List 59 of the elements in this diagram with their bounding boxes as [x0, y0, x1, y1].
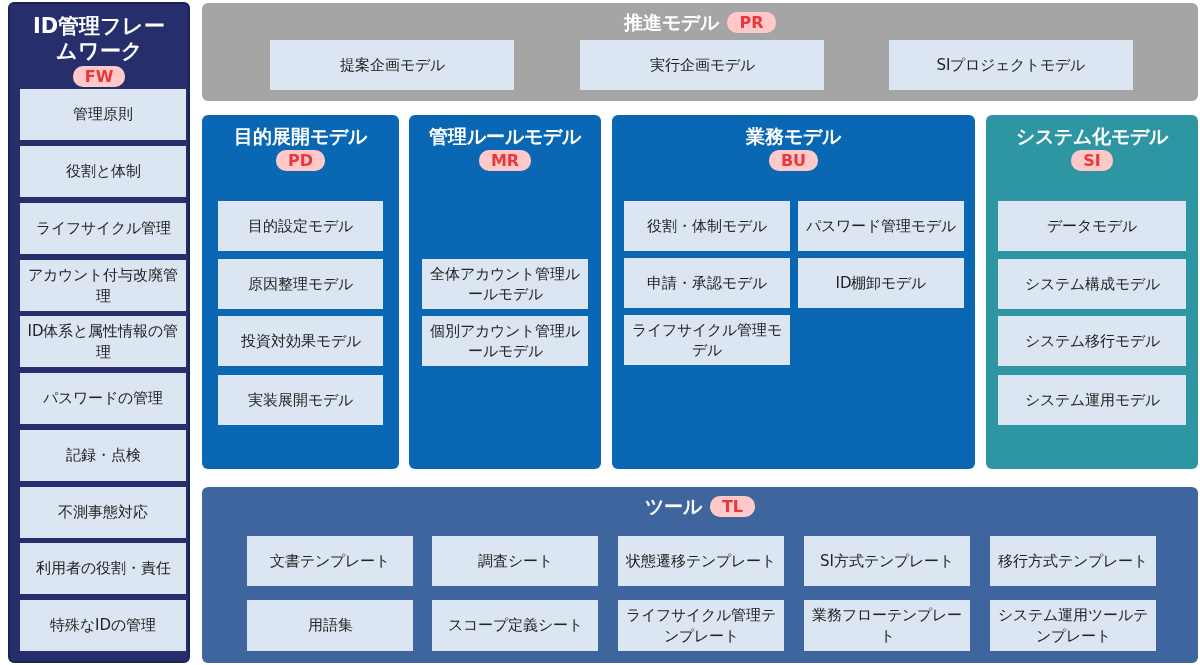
model-item: ID棚卸モデル — [798, 258, 964, 308]
model-item: 実装展開モデル — [218, 375, 383, 425]
code-tag: SI — [1071, 149, 1113, 171]
model-item: データモデル — [998, 201, 1186, 251]
model-item: 特殊なIDの管理 — [20, 600, 186, 651]
panel-title: ツール — [644, 495, 702, 518]
model-item: 管理原則 — [20, 89, 186, 140]
model-item: 役割と体制 — [20, 146, 186, 197]
model-item: 役割・体制モデル — [624, 201, 790, 251]
model-item: 原因整理モデル — [218, 259, 383, 309]
model-item: 申請・承認モデル — [624, 258, 790, 308]
model-item: 状態遷移テンプレート — [618, 536, 784, 586]
model-item: 提案企画モデル — [270, 40, 514, 90]
code-tag: PR — [727, 11, 776, 33]
model-item: 実行企画モデル — [580, 40, 824, 90]
code-tag: FW — [72, 66, 126, 88]
code-tag: PD — [276, 149, 325, 171]
model-item: 業務フローテンプレート — [804, 600, 970, 651]
category-panel — [202, 115, 399, 469]
category-panel — [612, 115, 975, 469]
code-tag: BU — [768, 149, 819, 171]
panel-title: 業務モデル — [746, 125, 841, 148]
category-panel — [986, 115, 1198, 469]
model-item: 全体アカウント管理ルールモデル — [422, 259, 588, 309]
model-item: システム構成モデル — [998, 259, 1186, 309]
panel-title: システム化モデル — [1016, 125, 1168, 148]
model-item: システム移行モデル — [998, 316, 1186, 366]
model-item: システム運用モデル — [998, 375, 1186, 425]
model-item: 利用者の役割・責任 — [20, 543, 186, 594]
model-item: パスワードの管理 — [20, 373, 186, 424]
model-item: SIプロジェクトモデル — [889, 40, 1133, 90]
code-tag: MR — [478, 149, 532, 171]
model-item: 記録・点検 — [20, 430, 186, 481]
panel-title: 目的展開モデル — [234, 125, 367, 148]
model-item: パスワード管理モデル — [798, 201, 964, 251]
model-item: 文書テンプレート — [247, 536, 413, 586]
model-item: 投資対効果モデル — [218, 316, 383, 366]
model-item: ライフサイクル管理テンプレート — [618, 600, 784, 651]
model-item: ID体系と属性情報の管理 — [20, 316, 186, 367]
category-panel — [409, 115, 601, 469]
category-panel — [202, 487, 1198, 663]
category-panel — [8, 2, 190, 663]
panel-title: 管理ルールモデル — [429, 125, 581, 148]
model-item: 目的設定モデル — [218, 201, 383, 251]
category-panel — [202, 3, 1198, 101]
panel-title: 推進モデル — [624, 11, 720, 34]
model-item: 調査シート — [432, 536, 598, 586]
model-item: 用語集 — [247, 600, 413, 651]
code-tag: TL — [709, 495, 756, 517]
model-item: スコープ定義シート — [432, 600, 598, 651]
panel-title: ID管理フレームワーク — [31, 14, 167, 65]
model-item: 個別アカウント管理ルールモデル — [422, 316, 588, 366]
model-item: 移行方式テンプレート — [990, 536, 1156, 586]
model-item: アカウント付与改廃管理 — [20, 260, 186, 311]
model-item: ライフサイクル管理 — [20, 203, 186, 254]
model-item: ライフサイクル管理モデル — [624, 315, 790, 365]
model-item: 不測事態対応 — [20, 487, 186, 538]
model-item: システム運用ツールテンプレート — [990, 600, 1156, 651]
model-item: SI方式テンプレート — [804, 536, 970, 586]
